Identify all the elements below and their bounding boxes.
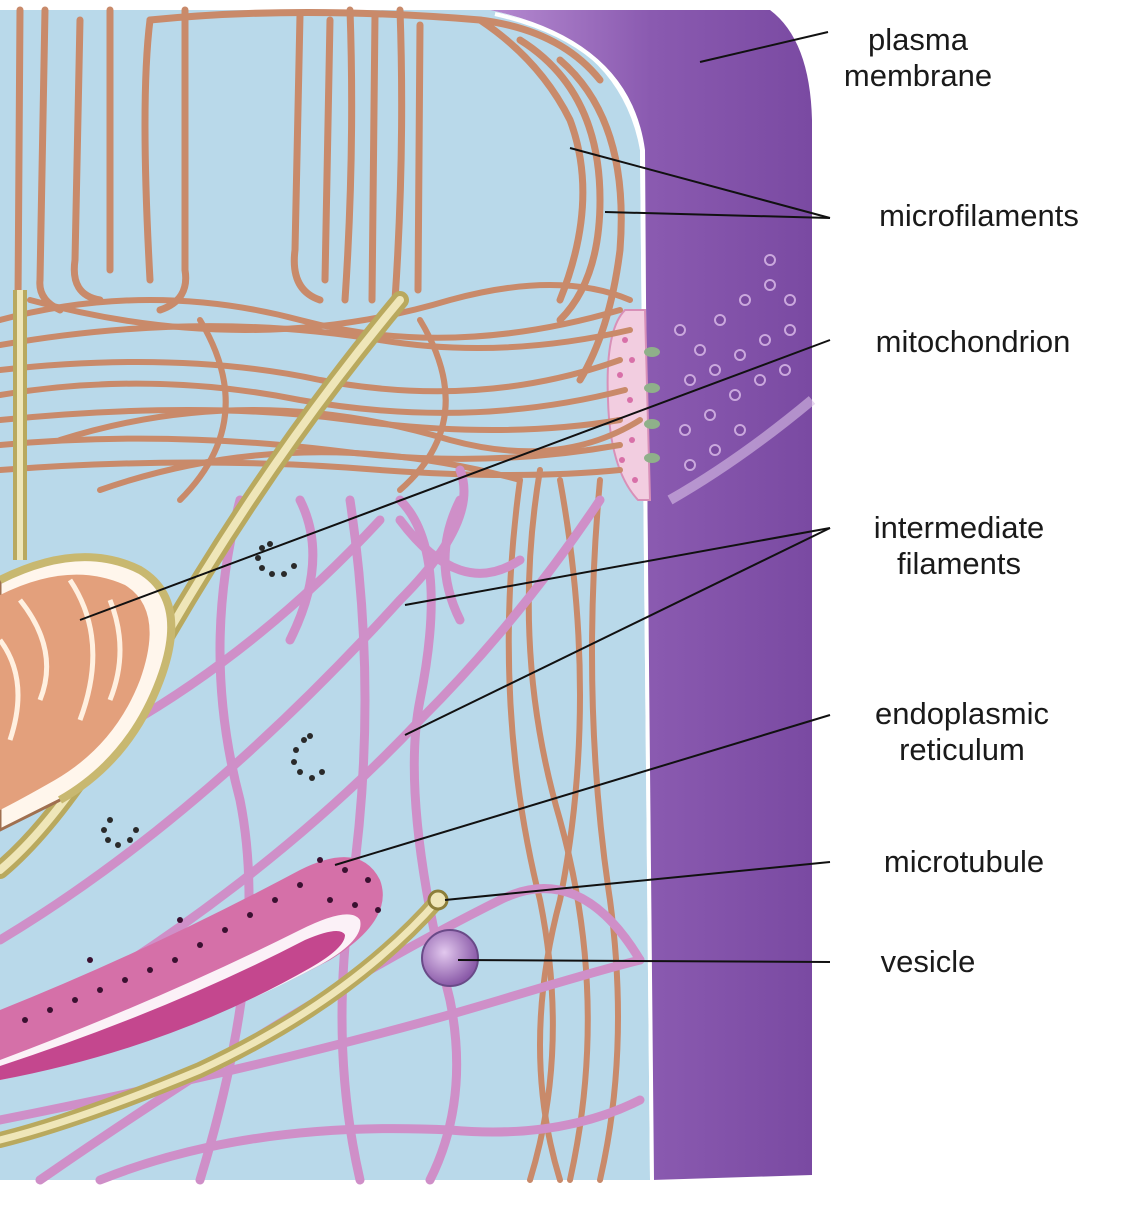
label-microfilaments: microfilaments xyxy=(879,198,1079,233)
microfilament-mesh xyxy=(0,282,643,503)
leader-vesicle xyxy=(457,959,831,963)
label-intermediate-filaments: intermediate filaments xyxy=(846,510,1072,582)
label-endoplasmic-reticulum-line2: reticulum xyxy=(899,732,1025,767)
leader-microfilaments-b xyxy=(604,211,831,219)
junction-knobs xyxy=(644,347,660,463)
membrane-highlight xyxy=(667,396,816,505)
leader-microfilaments-a xyxy=(569,147,831,219)
leader-intermediate-a xyxy=(404,527,831,606)
label-plasma-membrane-line2: membrane xyxy=(843,58,993,93)
ribosome-clusters xyxy=(101,541,325,848)
leader-microtubule xyxy=(444,861,831,901)
label-endoplasmic-reticulum-line1: endoplasmic xyxy=(874,696,1050,731)
plasma-membrane xyxy=(490,10,812,1180)
label-plasma-membrane-line1: plasma xyxy=(868,22,968,57)
label-endoplasmic-reticulum: endoplasmic reticulum xyxy=(846,696,1078,768)
microtubule-lower xyxy=(0,889,449,1148)
leader-intermediate-b xyxy=(404,527,831,736)
label-intermediate-filaments-line2: filaments xyxy=(896,546,1022,581)
label-mitochondrion: mitochondrion xyxy=(875,324,1071,359)
label-intermediate-filaments-line1: intermediate xyxy=(873,510,1045,545)
leader-endoplasmic-reticulum xyxy=(334,714,831,866)
leader-plasma-membrane xyxy=(699,31,829,63)
label-vesicle: vesicle xyxy=(880,944,976,979)
endoplasmic-reticulum xyxy=(0,857,383,1080)
microfilaments-vertical-right xyxy=(505,467,621,1183)
microfilaments xyxy=(14,6,625,384)
plasma-membrane-edge xyxy=(494,12,654,1181)
leader-mitochondrion xyxy=(79,339,831,621)
vesicle xyxy=(421,929,479,987)
leader-lines xyxy=(79,31,831,963)
label-plasma-membrane: plasma membrane xyxy=(818,22,1018,94)
membrane-proteins xyxy=(674,254,796,471)
mitochondrion xyxy=(0,553,176,832)
label-microtubule: microtubule xyxy=(883,844,1045,879)
